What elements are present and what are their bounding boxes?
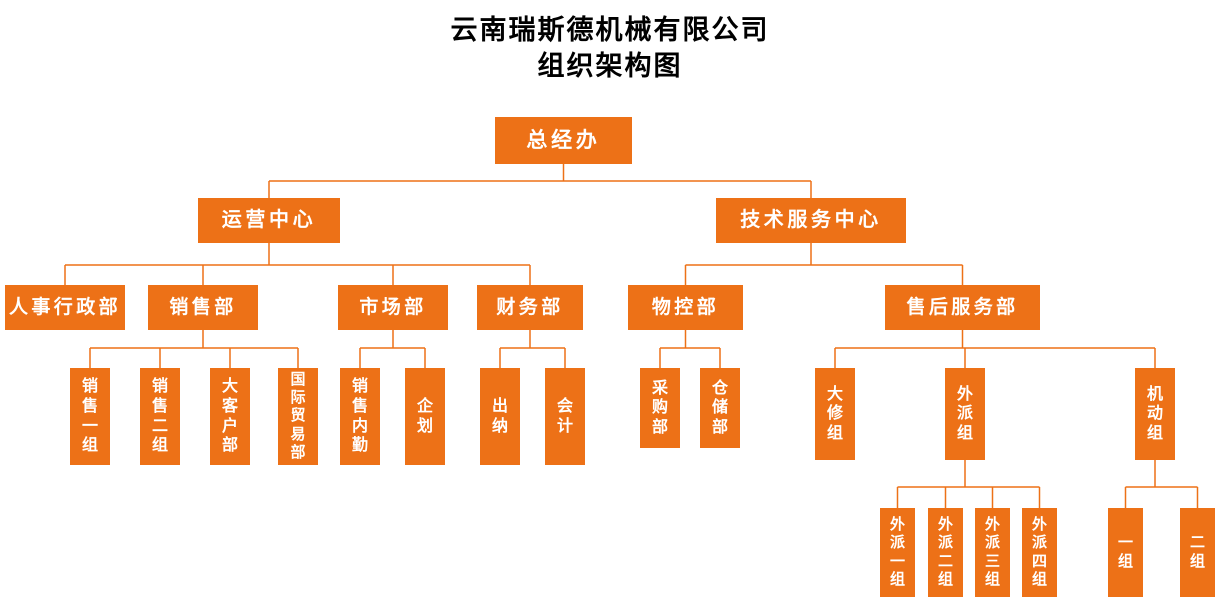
org-node-shfwb: 售后服务部: [885, 285, 1040, 330]
org-node-xs1z: 销售一组: [70, 368, 110, 465]
org-node-scb: 市场部: [338, 285, 448, 330]
org-node-zjb: 总经办: [495, 117, 632, 164]
org-node-gjmyb: 国际贸易部: [278, 368, 318, 465]
org-node-rsxzb: 人事行政部: [5, 285, 125, 330]
org-node-wp1z: 外派一组: [880, 508, 915, 597]
org-node-ccb: 仓储部: [700, 368, 740, 448]
org-node-qh: 企划: [405, 368, 445, 465]
org-node-jdz: 机动组: [1135, 368, 1175, 460]
org-node-xs2z: 销售二组: [140, 368, 180, 465]
org-node-ez: 二组: [1180, 508, 1215, 597]
org-node-wpz: 外派组: [945, 368, 985, 460]
org-node-xsnq: 销售内勤: [340, 368, 380, 465]
org-node-wp2z: 外派二组: [928, 508, 963, 597]
org-node-wp4z: 外派四组: [1022, 508, 1057, 597]
org-node-cwb: 财务部: [477, 285, 583, 330]
chart-title-line1: 云南瑞斯德机械有限公司: [450, 15, 770, 45]
chart-title: 云南瑞斯德机械有限公司 组织架构图: [0, 12, 1220, 84]
org-node-yyzx: 运营中心: [198, 198, 340, 243]
org-node-dkhb: 大客户部: [210, 368, 250, 465]
org-node-xsb: 销售部: [148, 285, 258, 330]
org-node-cn: 出纳: [480, 368, 520, 465]
chart-title-line2: 组织架构图: [537, 51, 683, 81]
org-node-cgb: 采购部: [640, 368, 680, 448]
org-node-kj: 会计: [545, 368, 585, 465]
org-node-wkb: 物控部: [628, 285, 743, 330]
org-node-wp3z: 外派三组: [975, 508, 1010, 597]
org-node-dxz: 大修组: [815, 368, 855, 460]
org-node-jsfwzx: 技术服务中心: [716, 198, 906, 243]
org-node-yz: 一组: [1108, 508, 1143, 597]
